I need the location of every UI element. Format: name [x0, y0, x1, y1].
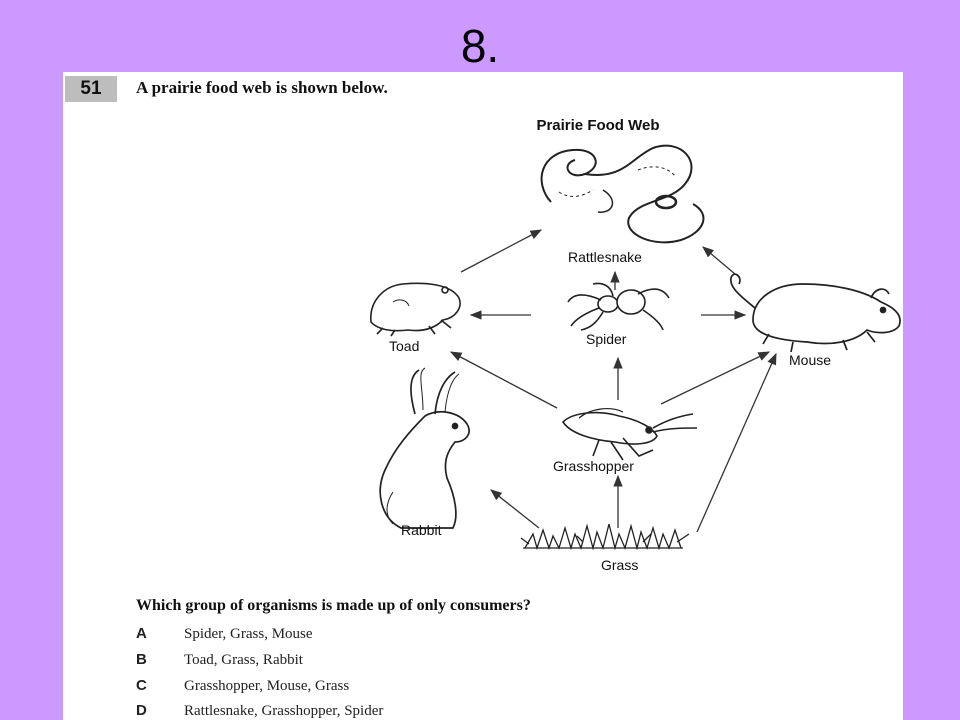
answer-choice-a[interactable]: A Spider, Grass, Mouse — [136, 625, 313, 643]
food-web-title: Prairie Food Web — [536, 117, 660, 134]
label-rabbit: Rabbit — [401, 522, 442, 538]
choice-text: Toad, Grass, Rabbit — [184, 652, 303, 668]
rattlesnake-illustration — [540, 144, 705, 244]
question-number: 51 — [65, 76, 117, 102]
question-stem: A prairie food web is shown below. — [136, 78, 388, 97]
arrow-mouse-to-rattlesnake — [702, 246, 736, 275]
choice-letter: C — [136, 677, 147, 694]
grass-illustration — [520, 523, 690, 551]
label-grasshopper: Grasshopper — [553, 458, 634, 474]
food-web-diagram — [370, 144, 901, 551]
mouse-illustration — [730, 273, 901, 353]
arrow-grasshopper-to-toad — [449, 351, 558, 409]
answer-choice-d[interactable]: D Rattlesnake, Grasshopper, Spider — [136, 702, 383, 720]
arrow-grasshopper-to-mouse — [660, 351, 771, 405]
label-grass: Grass — [601, 557, 639, 573]
arrow-toad-to-rattlesnake — [460, 229, 543, 273]
choice-text: Grasshopper, Mouse, Grass — [184, 678, 350, 694]
toad-illustration — [370, 282, 461, 337]
label-spider: Spider — [586, 331, 627, 347]
spider-illustration — [567, 282, 670, 331]
arrow-grass-to-mouse — [696, 352, 777, 533]
label-mouse: Mouse — [789, 352, 832, 368]
choice-letter: D — [136, 702, 147, 719]
question-prompt: Which group of organisms is made up of o… — [136, 597, 531, 614]
answer-choice-b[interactable]: B Toad, Grass, Rabbit — [136, 651, 303, 669]
grasshopper-illustration — [561, 408, 698, 461]
label-toad: Toad — [389, 338, 420, 354]
answer-choice-c[interactable]: C Grasshopper, Mouse, Grass — [136, 677, 349, 695]
choice-text: Rattlesnake, Grasshopper, Spider — [184, 703, 384, 719]
choice-letter: A — [136, 625, 147, 642]
label-rattlesnake: Rattlesnake — [568, 249, 642, 265]
question-page: 51 A prairie food web is shown below. Pr… — [63, 72, 903, 720]
slide-title: 8. — [460, 20, 500, 72]
choice-letter: B — [136, 651, 147, 668]
arrow-grass-to-rabbit — [490, 489, 540, 529]
rabbit-illustration — [379, 367, 470, 529]
choice-text: Spider, Grass, Mouse — [184, 626, 313, 642]
